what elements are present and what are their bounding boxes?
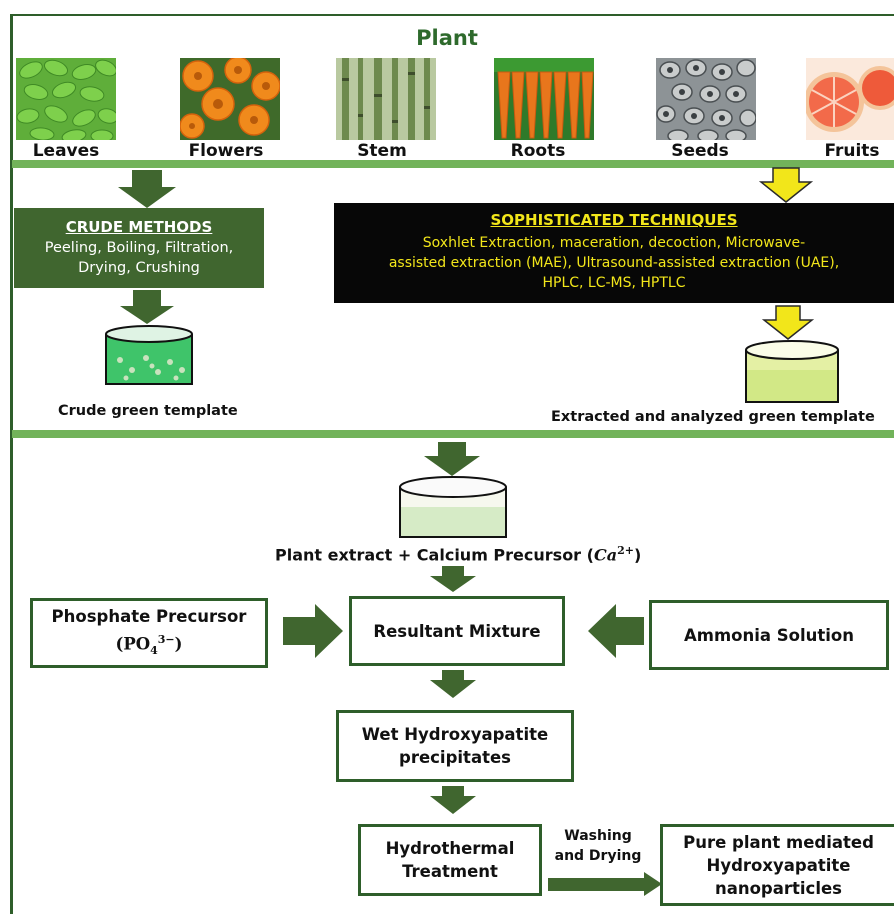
hydrothermal-line1: Hydrothermal: [385, 839, 515, 858]
extracted-green-template-label: Extracted and analyzed green template: [551, 409, 875, 425]
plant-part-label-fruits: Fruits: [824, 141, 880, 161]
pure-line3: nanoparticles: [714, 878, 843, 898]
plant-extract-text: Plant extract + Calcium Precursor (: [275, 545, 594, 565]
wet-hydroxyapatite-box: Wet Hydroxyapatite precipitates: [336, 710, 574, 782]
phosphate-label: Phosphate Precursor: [51, 606, 247, 626]
down-arrow-resultant: [430, 566, 476, 592]
down-arrow-wet: [430, 670, 476, 698]
crude-methods-heading: CRUDE METHODS: [65, 218, 213, 236]
down-arrow-hydrothermal: [430, 786, 476, 814]
phosphate-formula: (PO43−): [115, 632, 183, 657]
diagram-frame: [10, 14, 894, 914]
leaves-photo: [16, 58, 116, 140]
wet-hydroxyapatite-line1: Wet Hydroxyapatite: [361, 725, 549, 744]
sophisticated-line2: assisted extraction (MAE), Ultrasound-as…: [388, 255, 840, 271]
right-arrow-washing-head: [644, 872, 662, 896]
plant-part-label-leaves: Leaves: [32, 141, 100, 161]
separator-line-top: [12, 160, 894, 168]
left-arrow-ammonia: [588, 604, 644, 658]
pure-line2: Hydroxyapatite: [706, 855, 851, 875]
resultant-mixture-label: Resultant Mixture: [373, 621, 541, 641]
hydrothermal-treatment-box: Hydrothermal Treatment: [358, 824, 542, 896]
calcium-charge: 2+: [617, 544, 634, 557]
roots-photo: [494, 58, 594, 140]
phosphate-precursor-box: Phosphate Precursor (PO43−): [30, 598, 268, 668]
calcium-symbol: Ca: [593, 545, 618, 565]
down-arrow-crude: [118, 170, 176, 208]
sophisticated-techniques-box: SOPHISTICATED TECHNIQUES Soxhlet Extract…: [334, 203, 894, 303]
right-arrow-washing-shaft: [548, 878, 646, 891]
ammonia-solution-label: Ammonia Solution: [683, 625, 855, 645]
crude-methods-line2: Drying, Crushing: [78, 260, 200, 276]
crude-methods-box: CRUDE METHODS Peeling, Boiling, Filtrati…: [14, 208, 264, 288]
hydrothermal-line2: Treatment: [402, 862, 498, 881]
wet-hydroxyapatite-line2: precipitates: [399, 748, 511, 767]
plant-part-label-seeds: Seeds: [671, 141, 729, 161]
flowers-photo: [180, 58, 280, 140]
plant-part-label-roots: Roots: [510, 141, 566, 161]
crude-green-template-label: Crude green template: [58, 403, 238, 419]
crude-beaker-icon: [105, 325, 193, 385]
right-arrow-phosphate: [283, 604, 343, 658]
plant-part-label-flowers: Flowers: [188, 141, 264, 161]
down-arrow-sophisticated: [758, 167, 814, 203]
sophisticated-line3: HPLC, LC-MS, HPTLC: [542, 275, 686, 291]
washing-line2: and Drying: [554, 848, 642, 864]
resultant-mixture-box: Resultant Mixture: [349, 596, 565, 666]
down-arrow-extracted-beaker: [761, 305, 815, 340]
seeds-photo: [656, 58, 756, 140]
plant-part-label-stem: Stem: [357, 141, 407, 161]
phosphate-formula-base: PO: [123, 634, 151, 654]
down-arrow-plant-extract: [424, 442, 480, 476]
pure-nanoparticles-box: Pure plant mediated Hydroxyapatite nanop…: [660, 824, 894, 906]
stem-photo: [336, 58, 436, 140]
phosphate-formula-subscript: 4: [150, 643, 158, 657]
plant-extract-label: Plant extract + Calcium Precursor (Ca2+): [275, 544, 642, 565]
ammonia-solution-box: Ammonia Solution: [649, 600, 889, 670]
extracted-beaker-icon: [745, 340, 839, 403]
separator-line-middle: [12, 430, 894, 438]
fruits-photo: [806, 58, 894, 140]
sophisticated-line1: Soxhlet Extraction, maceration, decoctio…: [422, 235, 806, 251]
washing-line1: Washing: [564, 828, 632, 844]
pure-line1: Pure plant mediated: [683, 832, 874, 852]
sophisticated-heading: SOPHISTICATED TECHNIQUES: [490, 211, 738, 229]
down-arrow-crude-beaker: [120, 290, 174, 324]
diagram-title: Plant: [416, 26, 478, 50]
washing-drying-label: Washing and Drying: [552, 826, 644, 866]
crude-methods-line1: Peeling, Boiling, Filtration,: [44, 240, 234, 256]
plant-extract-beaker-icon: [399, 476, 507, 538]
phosphate-formula-charge: 3−: [157, 632, 175, 646]
